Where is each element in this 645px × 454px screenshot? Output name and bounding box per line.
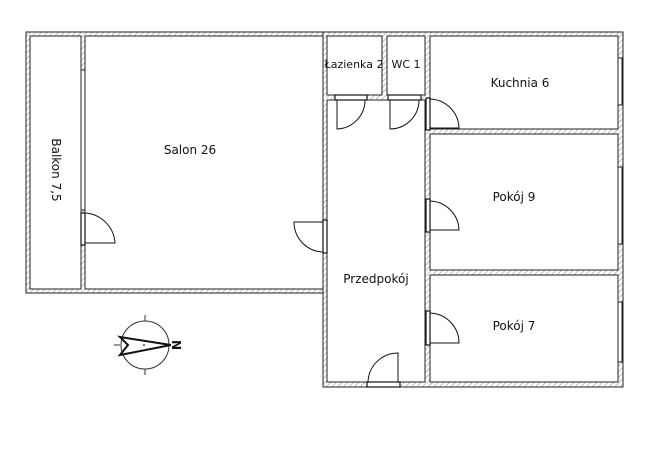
label-przedpokoj: Przedpokój [343, 272, 408, 286]
lazienka-door[interactable] [334, 94, 368, 130]
room-balkon [29, 35, 82, 290]
compass-rose: N [114, 315, 183, 375]
label-lazienka: Łazienka 2 [324, 58, 384, 71]
label-salon: Salon 26 [164, 143, 216, 157]
kitchen-door[interactable] [425, 97, 460, 131]
wc-door[interactable] [387, 94, 422, 130]
room-pokoj-9 [429, 133, 619, 271]
pokoj7-door[interactable] [425, 310, 460, 346]
salon-door[interactable] [293, 219, 328, 254]
label-kuchnia: Kuchnia 6 [491, 76, 550, 90]
kitchen-window [617, 57, 623, 106]
label-pokoj-7: Pokój 7 [493, 319, 536, 333]
label-balkon: Balkon 7,5 [49, 138, 63, 201]
north-arrow-icon [117, 335, 172, 357]
room-salon [84, 35, 324, 290]
entrance-door[interactable] [366, 352, 401, 388]
label-wc: WC 1 [391, 58, 420, 71]
compass-north-label: N [169, 340, 183, 350]
pokoj9-door[interactable] [425, 198, 460, 233]
label-pokoj-9: Pokój 9 [493, 190, 536, 204]
pokoj9-window [617, 166, 623, 245]
room-przedpokoj [326, 99, 426, 383]
room-kuchnia [429, 35, 619, 130]
room-pokoj-7 [429, 274, 619, 383]
pokoj7-window [617, 301, 623, 363]
room-lazienka [326, 35, 383, 96]
balcony-window [80, 69, 86, 211]
balcony-door[interactable] [80, 212, 116, 246]
